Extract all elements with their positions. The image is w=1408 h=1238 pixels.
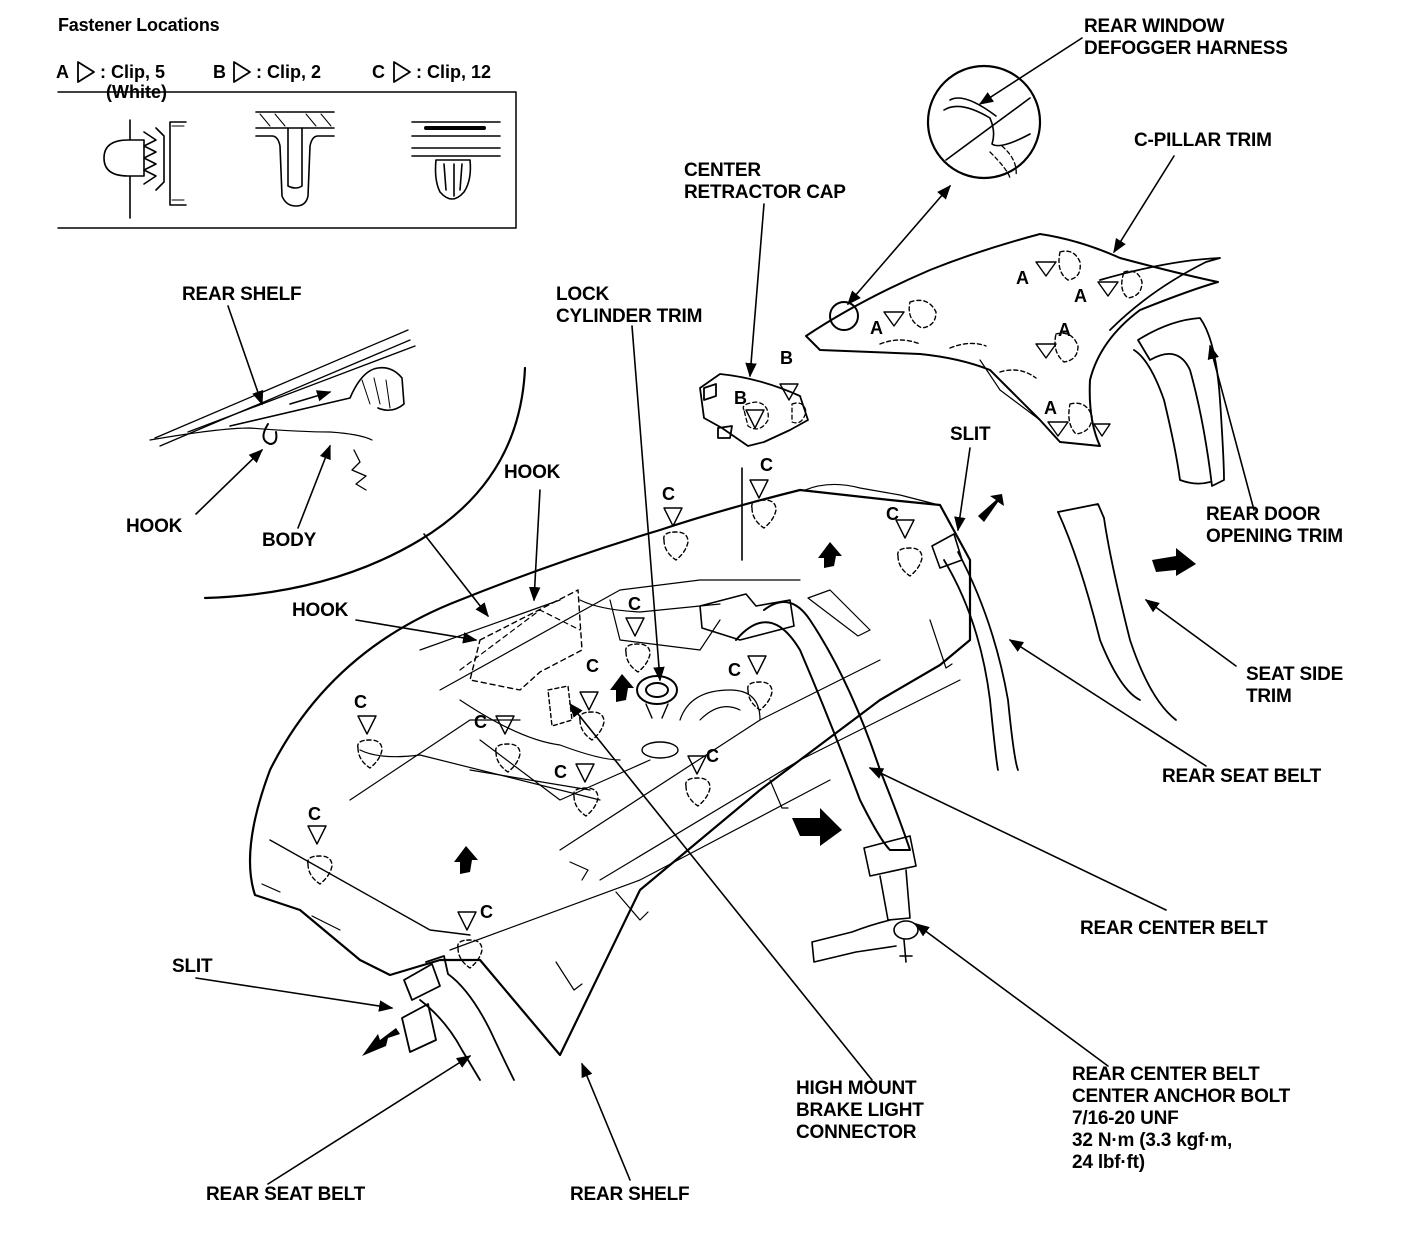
label-rear-seat-belt-bottom: REAR SEAT BELT	[206, 1184, 366, 1205]
leader-lines	[195, 37, 1255, 1185]
label-seat-side-trim: SEAT SIDE TRIM	[1246, 664, 1344, 707]
center-retractor-cap-drawing	[699, 373, 809, 447]
legend-key-a-letter: A	[56, 62, 69, 82]
label-body: BODY	[262, 530, 317, 551]
clip-letter-c: C	[554, 762, 567, 782]
legend-text-a: : Clip, 5	[100, 62, 166, 82]
clip-b-drawing	[255, 111, 335, 207]
label-rear-center-belt: REAR CENTER BELT	[1080, 918, 1268, 939]
right-side-trims	[943, 257, 1225, 771]
legend-key-a: A	[56, 62, 69, 82]
clip-letter-a: A	[1044, 398, 1057, 418]
clip-letter-c: C	[480, 902, 493, 922]
legend-key-b: B	[213, 62, 226, 82]
legend-sub-a: (White)	[106, 82, 167, 102]
clip-letter-c: C	[706, 746, 719, 766]
legend-text-b: : Clip, 2	[256, 62, 322, 82]
rear-shelf-body	[248, 483, 972, 1057]
direction-arrows	[362, 494, 1196, 1056]
clip-letter-c: C	[662, 484, 675, 504]
clip-letter-c: C	[354, 692, 367, 712]
clip-letter-c: C	[760, 455, 773, 475]
clip-a-drawing	[103, 119, 187, 219]
label-rear-shelf-detail: REAR SHELF	[182, 284, 302, 305]
harness-detail-circle	[829, 64, 1042, 331]
legend-title: Fastener Locations	[58, 15, 220, 35]
clip-letter-c: C	[628, 594, 641, 614]
label-hook-lower: HOOK	[292, 600, 349, 621]
clip-letter-a: A	[1058, 320, 1071, 340]
left-slit-belt	[401, 955, 515, 1081]
clip-c-drawing	[411, 121, 501, 200]
label-hook-upper: HOOK	[504, 462, 561, 483]
label-high-mount-brake-light-connector: HIGH MOUNT BRAKE LIGHT CONNECTOR	[796, 1078, 924, 1143]
clip-letter-a: A	[1016, 268, 1029, 288]
clip-letter-a: A	[1074, 286, 1087, 306]
legend-box	[57, 91, 517, 229]
label-rear-shelf-bottom: REAR SHELF	[570, 1184, 690, 1205]
label-rear-door-opening-trim: REAR DOOR OPENING TRIM	[1206, 504, 1343, 547]
label-rear-window-defogger-harness: REAR WINDOW DEFOGGER HARNESS	[1084, 16, 1288, 59]
c-pillar-trim	[805, 233, 1219, 447]
label-slit-right: SLIT	[950, 424, 991, 445]
label-hook-detail: HOOK	[126, 516, 183, 537]
clip-letter-b: B	[734, 388, 747, 408]
legend-text-c: : Clip, 12	[416, 62, 492, 82]
hook-detail-inset	[149, 329, 527, 600]
clip-letter-c: C	[474, 712, 487, 732]
label-lock-cylinder-trim: LOCK CYLINDER TRIM	[556, 284, 703, 327]
label-c-pillar-trim: C-PILLAR TRIM	[1134, 130, 1272, 151]
label-anchor-bolt: REAR CENTER BELT CENTER ANCHOR BOLT 7/16…	[1072, 1064, 1291, 1173]
clip-letter-c: C	[586, 656, 599, 676]
clip-letter-c: C	[308, 804, 321, 824]
clip-c-markers	[307, 479, 923, 969]
legend-triangles	[77, 61, 411, 83]
clip-letter-c: C	[728, 660, 741, 680]
label-rear-seat-belt-right: REAR SEAT BELT	[1162, 766, 1322, 787]
clip-letter-b: B	[780, 348, 793, 368]
clip-letter-c: C	[886, 504, 899, 524]
legend-key-c: C	[372, 62, 385, 82]
clip-letter-a: A	[870, 318, 883, 338]
label-slit-left: SLIT	[172, 956, 213, 977]
label-center-retractor-cap: CENTER RETRACTOR CAP	[684, 160, 846, 203]
rear-center-belt	[735, 601, 919, 963]
